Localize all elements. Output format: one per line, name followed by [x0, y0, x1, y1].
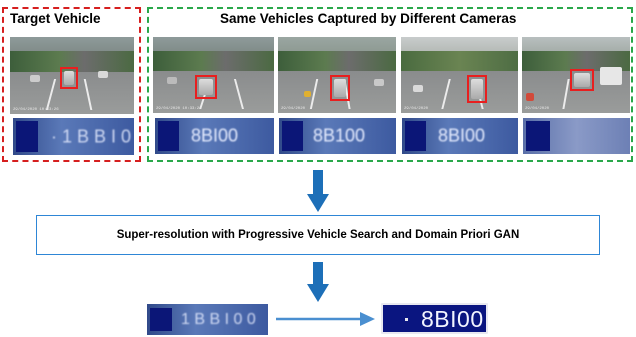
camera-plate-1: 8BI00	[155, 118, 274, 154]
same-vehicles-group	[147, 7, 633, 162]
plate-dot	[405, 318, 408, 321]
camera-2-detection-box	[330, 75, 350, 101]
camera-image-4: 29/04/2020	[522, 37, 630, 113]
target-lowres-plate: · 1 B B I 0 0	[13, 118, 134, 155]
target-plate-text: · 1 B B I 0 0	[51, 126, 134, 146]
output-highres-plate: 8BI00	[381, 303, 488, 334]
target-vehicle-image: 29/04/2020 10:33:26	[10, 37, 134, 114]
arrow-right-icon	[276, 312, 375, 326]
camera-plate-2: 8B100	[279, 118, 396, 154]
camera-plate-1-text: 8BI00	[191, 125, 239, 146]
camera-4-detection-box	[570, 69, 594, 91]
input-plate-text: 1 B B I 0 0	[181, 310, 256, 328]
arrow-down-icon	[307, 170, 329, 212]
camera-1-detection-box	[195, 75, 217, 99]
camera-image-1: 29/04/2020 10:33:26	[153, 37, 274, 113]
target-vehicle-title: Target Vehicle	[10, 11, 101, 26]
camera-3-detection-box	[467, 75, 487, 103]
arrow-down-icon	[307, 262, 329, 302]
camera-plate-3: 8BI00	[402, 118, 518, 154]
camera-plate-4	[523, 118, 630, 154]
target-detection-box	[60, 67, 78, 89]
super-resolution-step: Super-resolution with Progressive Vehicl…	[36, 215, 600, 255]
same-vehicles-title: Same Vehicles Captured by Different Came…	[220, 11, 517, 26]
camera-plate-2-text: 8B100	[313, 125, 366, 146]
camera-plate-3-text: 8BI00	[438, 125, 486, 146]
input-lowres-plate: 1 B B I 0 0	[147, 304, 268, 335]
super-resolution-label: Super-resolution with Progressive Vehicl…	[116, 229, 520, 241]
camera-image-2: 29/04/2020	[278, 37, 396, 113]
target-vehicle-group	[2, 7, 141, 162]
output-plate-text: 8BI00	[421, 306, 484, 332]
camera-image-3: 29/04/2020	[401, 37, 518, 113]
